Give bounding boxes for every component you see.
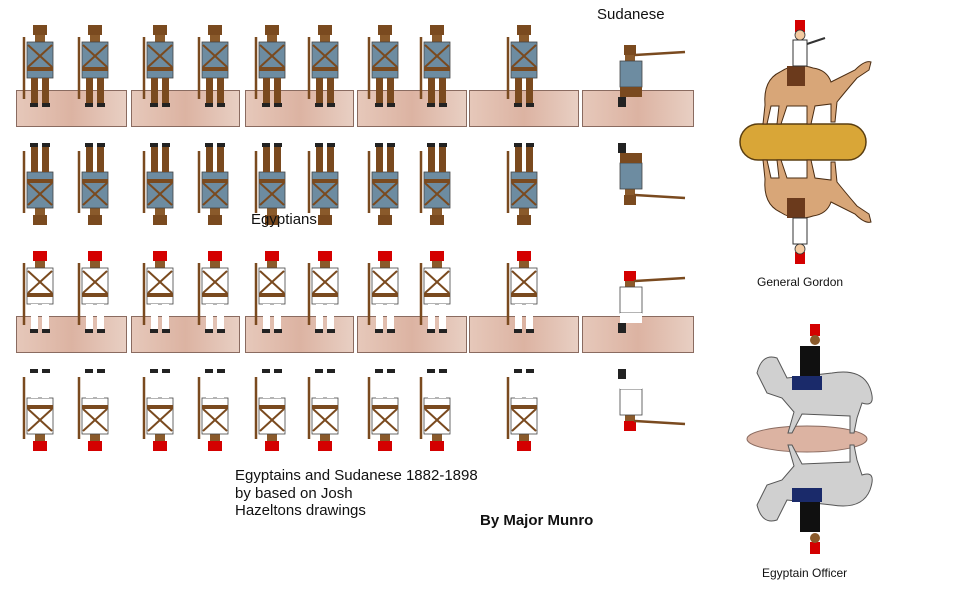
author-credit: By Major Munro <box>480 512 594 529</box>
egyptian-figure-3-1 <box>254 251 286 333</box>
sudanese-figure-1-1-mirror <box>22 143 54 225</box>
sudanese-figure-4-1-mirror <box>367 143 399 225</box>
egyptians-heading: Egyptians <box>251 211 317 228</box>
egyptian-base-strip-5 <box>469 316 579 353</box>
sudanese-figure-2-2-mirror <box>197 143 229 225</box>
sudanese-figure-2-1 <box>142 25 174 107</box>
sudanese-figure-3-2-mirror <box>307 143 339 225</box>
egyptian-figure-2-1-mirror <box>142 369 174 451</box>
egyptian-officer-horse-figure <box>746 324 873 554</box>
sudanese-figure-3-1-mirror <box>254 143 286 225</box>
egyptian-figure-6-1 <box>618 271 686 333</box>
egyptian-figure-5-1-mirror <box>506 369 538 451</box>
egyptian-figure-4-2 <box>419 251 451 333</box>
sudanese-figure-3-2 <box>307 25 339 107</box>
egyptian-figure-1-1-mirror <box>22 369 54 451</box>
sudanese-figure-4-2 <box>419 25 451 107</box>
general-gordon-caption: General Gordon <box>757 275 844 289</box>
egyptian-figure-4-2-mirror <box>419 369 451 451</box>
egyptian-figure-2-2-mirror <box>197 369 229 451</box>
credit-line-3: Hazeltons drawings <box>235 502 366 519</box>
sudanese-figure-5-1-mirror <box>506 143 538 225</box>
egyptian-officer-caption: Egyptain Officer <box>762 566 848 580</box>
egyptian-figure-2-2 <box>197 251 229 333</box>
egyptian-figure-1-2-mirror <box>77 369 109 451</box>
sudanese-base-strip-5 <box>469 90 579 127</box>
general-gordon-camel-figure <box>739 20 872 264</box>
egyptian-base-strip-4 <box>357 316 467 353</box>
sudanese-heading: Sudanese <box>597 6 665 23</box>
egyptian-figure-4-1-mirror <box>367 369 399 451</box>
sudanese-figure-1-2 <box>77 25 109 107</box>
sudanese-figure-4-2-mirror <box>419 143 451 225</box>
sudanese-figure-3-1 <box>254 25 286 107</box>
egyptian-figure-1-1 <box>22 251 54 333</box>
sudanese-figure-5-1 <box>506 25 538 107</box>
sudanese-figure-2-2 <box>197 25 229 107</box>
egyptian-figure-6-1-mirror <box>618 369 686 431</box>
egyptian-figure-5-1 <box>506 251 538 333</box>
sudanese-figure-2-1-mirror <box>142 143 174 225</box>
egyptian-figure-2-1 <box>142 251 174 333</box>
sudanese-figure-6-1 <box>618 45 686 107</box>
sudanese-figure-1-2-mirror <box>77 143 109 225</box>
sudanese-base-strip-4 <box>357 90 467 127</box>
egyptian-figure-4-1 <box>367 251 399 333</box>
egyptian-figure-1-2 <box>77 251 109 333</box>
egyptian-figure-3-2-mirror <box>307 369 339 451</box>
egyptian-figure-3-1-mirror <box>254 369 286 451</box>
credit-line-2: by based on Josh <box>235 485 353 502</box>
credit-line-1: Egyptains and Sudanese 1882-1898 <box>235 467 478 484</box>
sudanese-figure-4-1 <box>367 25 399 107</box>
sudanese-figure-1-1 <box>22 25 54 107</box>
egyptian-figure-3-2 <box>307 251 339 333</box>
sudanese-figure-6-1-mirror <box>618 143 686 205</box>
